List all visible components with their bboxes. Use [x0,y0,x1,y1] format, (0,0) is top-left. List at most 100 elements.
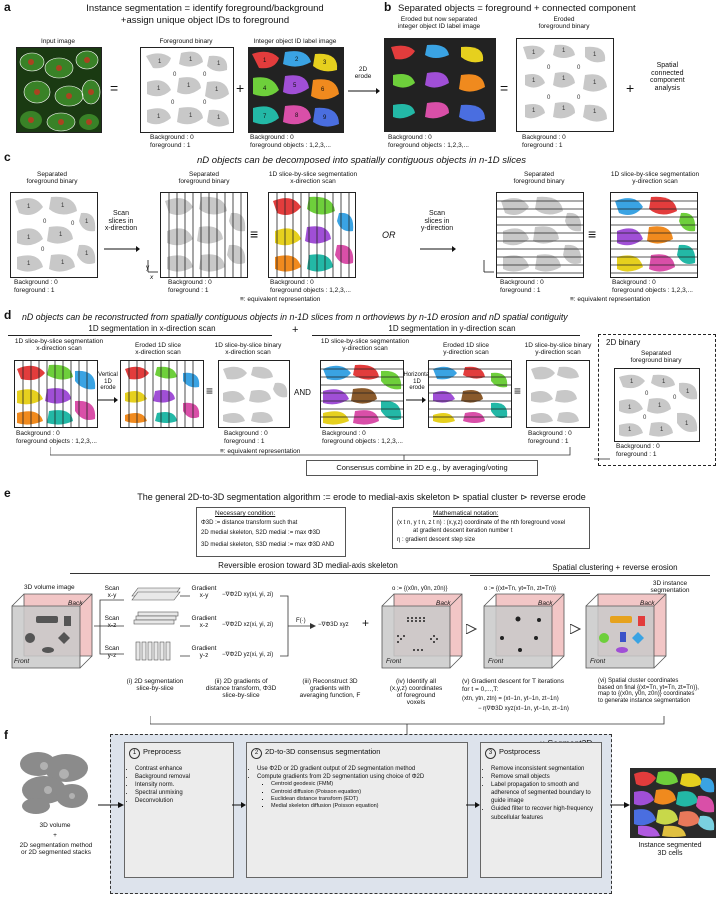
f-step1-item: Spectral unmixing [135,789,233,797]
svg-text:1: 1 [685,421,689,427]
panel-c-label: c [4,150,11,164]
c-axis-x-label: x [150,274,154,281]
fg-legend-bg: Background : 0 [150,134,194,141]
e-phi-xz: −∇Φ2D xz(xi, yi, zi) [222,622,274,628]
e-cap-v1: (v) Gradient descent for T iterations [462,678,565,685]
b-id-legend-fg: foreground objects : 1,2,3,... [388,142,469,149]
panel-a-label: a [4,0,11,14]
f-step2-item: Use Φ2D or 2D gradient output of 2D segm… [257,765,467,773]
svg-text:0: 0 [577,65,581,71]
svg-text:1: 1 [59,232,63,238]
c-legend-bg-3: Background : 0 [270,279,314,286]
svg-text:1: 1 [189,57,193,63]
f-step1-list: Contrast enhance Background removal Inte… [125,765,233,805]
svg-text:7: 7 [263,114,267,120]
svg-text:1: 1 [630,379,634,385]
svg-text:1: 1 [157,114,161,120]
e-back-2: Back [436,600,451,607]
c-equiv-note-2: ≡: equivalent representation [570,296,651,303]
svg-text:8: 8 [295,113,299,119]
svg-text:1: 1 [658,403,662,409]
f-step2-title: 2D-to-3D consensus segmentation [265,747,381,756]
panel-b-title: Separated objects = foreground + connect… [398,3,636,14]
svg-text:1: 1 [532,108,536,114]
f-step1-item: Background removal [135,773,233,781]
id-label-image-label: Integer object ID label image [253,38,337,45]
d-x-binary-label: 1D slice-by-slice binary x-direction sca… [214,342,282,357]
e-necessary-1: Φ3D := distance transform such that [201,520,298,526]
c-axes-1 [147,260,158,273]
f-arrow-2-3 [466,802,480,808]
svg-text:0: 0 [547,65,551,71]
c-legend-bg-4: Background : 0 [500,279,544,286]
e-grad-yz: Gradient y-z [191,645,217,660]
d-vert-erode: Vertical 1D erode [98,372,118,392]
svg-text:2: 2 [295,57,299,63]
f-input-2: 2D segmentation method or 2D segmented s… [19,842,93,857]
erode-2d-label: 2D erode [354,66,372,81]
c-or: OR [382,230,396,240]
svg-text:0: 0 [203,100,207,106]
d-2d-binary-box [598,334,716,466]
f-3d-volume-img [20,752,88,814]
e-phi-3d: −∇Φ3D xyz [318,622,349,628]
f-step3-item: Guided filter to recover high-frequency … [491,805,601,821]
panel-c-title: nD objects can be decomposed into spatia… [197,155,526,166]
svg-text:1: 1 [217,115,221,121]
svg-text:0: 0 [41,247,45,253]
c-equiv-2: ≡ [588,226,597,242]
f-step1-item: Intensity norm. [135,781,233,789]
f-arrow-1-2 [232,802,246,808]
scan-x-arrow [104,246,140,252]
c-slice-y-seg [610,192,698,278]
d-legend-bg-1: Background : 0 [16,430,60,437]
e-spatial-line [470,575,710,576]
svg-text:0: 0 [71,221,75,227]
d-x-header-line [8,335,272,336]
d-legend-objs-3: foreground objects : 1,2,3,... [322,438,403,445]
c-sep-binary-yscan [496,192,584,278]
svg-text:1: 1 [217,61,221,67]
scan-x-label: Scan slices in x-direction [104,210,138,233]
f-step3-item: Remove inconsistent segmentation [491,765,601,773]
f-step3-title: Postprocess [499,747,541,756]
e-necessary-2: 2D medial skeleton, S2D medial := max Φ3… [201,530,321,536]
e-set-2: o := {(xt=Tn, yt=Tn, zt=Tn)} [484,586,557,592]
svg-text:1: 1 [628,427,632,433]
svg-text:1: 1 [189,113,193,119]
e-reversible-line [70,573,590,574]
f-step2-num: 2 [251,748,262,759]
e-cap-vi: (vi) Spatial cluster coordinates based o… [598,678,699,704]
d-legend-bg-5: Background : 0 [616,443,660,450]
scan-y-arrow [420,246,456,252]
svg-text:1: 1 [593,109,597,115]
f-step2-subitem: Euclidean distance transform (EDT) [271,796,467,803]
f-input-1: 3D volume [39,822,71,829]
svg-text:1: 1 [215,87,219,93]
svg-text:0: 0 [171,100,175,106]
f-step1-item: Deconvolution [135,797,233,805]
svg-text:0: 0 [547,95,551,101]
e-cap-i: (i) 2D segmentation slice-by-slice [126,678,184,693]
svg-text:1: 1 [187,83,191,89]
svg-text:0: 0 [203,72,207,78]
e-scan-branch-lines [94,599,124,655]
svg-text:1: 1 [628,405,632,411]
svg-text:1: 1 [662,379,666,385]
svg-text:0: 0 [577,95,581,101]
svg-text:0: 0 [645,391,649,397]
e-cap-v3: (xtn, ytn, ztn) = (xt−1n, yt−1n, zt−1n) [462,696,559,702]
d-and: AND [294,388,311,397]
svg-text:1: 1 [562,48,566,54]
d-y-eroded-img [428,360,512,428]
c-sep-binary-xscan [160,192,248,278]
c-sep-binary-label-3: Separated foreground binary [513,171,565,186]
e-front-3: Front [488,658,504,665]
e-set-1: o := {(x0n, y0n, z0n)} [392,586,448,592]
svg-text:0: 0 [173,72,177,78]
svg-text:1: 1 [27,235,31,241]
f-step3-num: 3 [485,748,496,759]
